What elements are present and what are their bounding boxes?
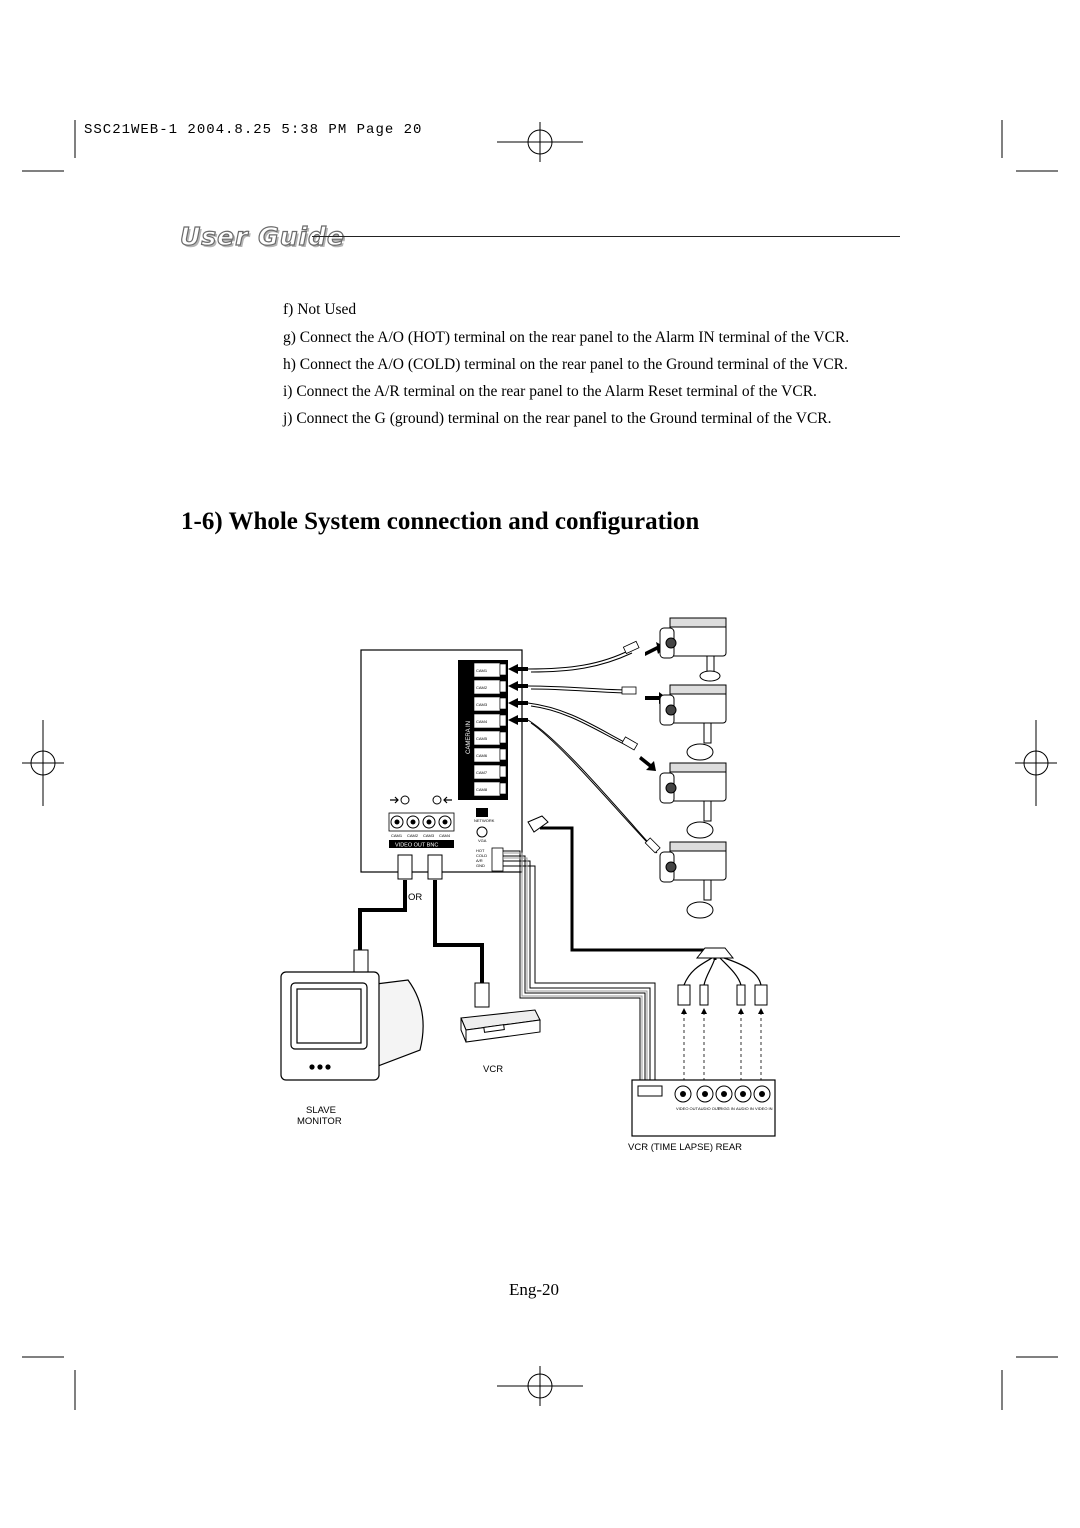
video-out-label: VIDEO OUT BNC [395,843,438,849]
camera-4 [659,841,727,919]
cam-in-ports: CAM1 CAM2 CAM3 CAM4 CAM5 CAM6 CAM7 CAM8 [473,662,507,797]
slave-label: SLAVE [306,1105,336,1116]
camera-1 [659,617,727,682]
or-label: OR [408,892,422,903]
vcr-label: VCR [483,1064,503,1075]
svg-text:CAM1: CAM1 [391,833,403,838]
svg-text:CAM3: CAM3 [476,702,488,707]
camera-in-label: CAMERA IN [466,721,472,754]
svg-text:A/R: A/R [476,858,483,863]
svg-text:AUDIO OUT: AUDIO OUT [698,1106,721,1111]
instruction-i: i) Connect the A/R terminal on the rear … [283,383,817,400]
svg-text:CAM1: CAM1 [476,668,488,673]
print-header: SSC21WEB-1 2004.8.25 5:38 PM Page 20 [84,122,423,138]
instruction-j: j) Connect the G (ground) terminal on th… [283,410,832,427]
monitor-label: MONITOR [297,1116,342,1127]
dvr-rear-panel: CAMERA IN CAM1 CAM2 CAM3 CAM4 CAM5 CAM6 … [360,649,523,873]
page-number: Eng-20 [509,1280,560,1299]
svg-text:VIDEO IN: VIDEO IN [755,1106,773,1111]
camera-3 [659,762,727,839]
svg-text:CAM7: CAM7 [476,770,488,775]
svg-text:CAM6: CAM6 [476,753,488,758]
vcr-rear-panel: VIDEO OUT AUDIO OUT TRIGG IN AUDIO IN VI… [631,1079,776,1137]
svg-text:CAM2: CAM2 [476,685,488,690]
svg-text:HOT: HOT [476,848,485,853]
instruction-g: g) Connect the A/O (HOT) terminal on the… [283,329,850,346]
svg-text:CAM5: CAM5 [476,736,488,741]
instruction-f: f) Not Used [283,301,357,318]
svg-text:CAM3: CAM3 [423,833,435,838]
slave-monitor [280,971,424,1081]
vcr-device [460,1009,541,1043]
svg-text:AUDIO IN: AUDIO IN [736,1106,754,1111]
svg-text:TRIGG IN: TRIGG IN [717,1106,735,1111]
svg-text:CAM2: CAM2 [407,833,419,838]
instruction-h: h) Connect the A/O (COLD) terminal on th… [283,356,848,373]
svg-text:VGA: VGA [478,838,487,843]
svg-text:NETWORK: NETWORK [474,818,495,823]
svg-text:CAM8: CAM8 [476,787,488,792]
svg-text:COLD: COLD [476,853,487,858]
header-rule [312,236,900,237]
video-out-bnc-ports: CAM1 CAM2 CAM3 CAM4 VIDEO OUT BNC [388,812,455,849]
svg-text:VIDEO OUT: VIDEO OUT [676,1106,699,1111]
svg-text:CAM4: CAM4 [439,833,451,838]
svg-text:CAM4: CAM4 [476,719,488,724]
section-title: 1-6) Whole System connection and configu… [181,508,700,535]
camera-2 [659,684,727,761]
vcr-rear-label: VCR (TIME LAPSE) REAR [628,1142,742,1153]
svg-text:GND: GND [476,863,485,868]
